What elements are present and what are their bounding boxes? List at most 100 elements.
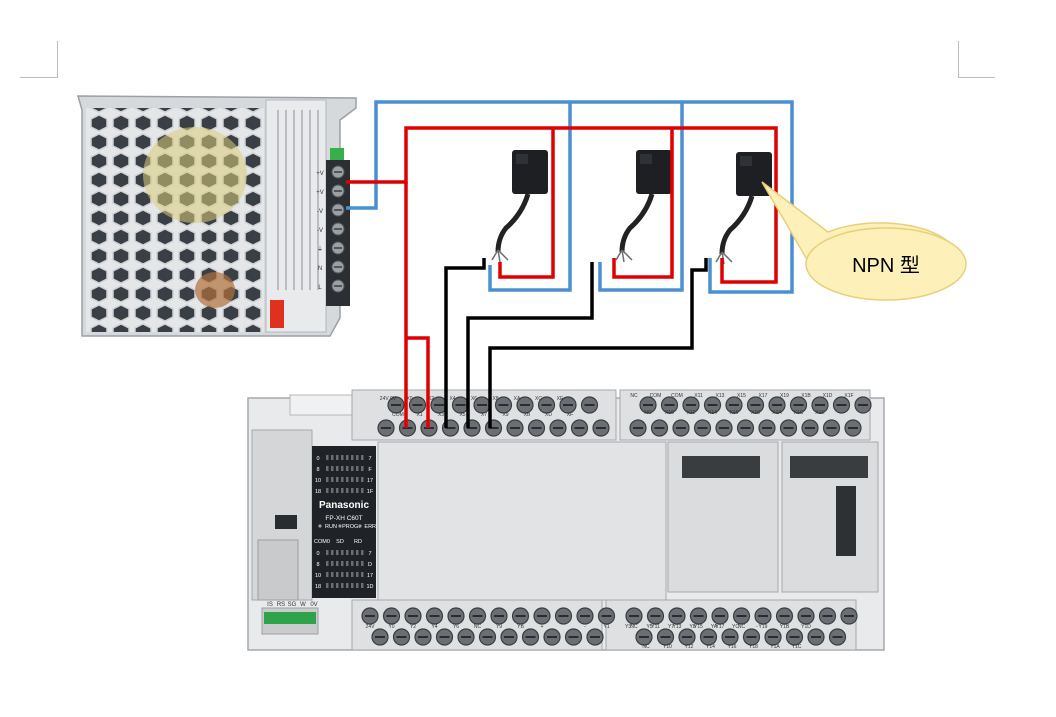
led-matrix-label: 7: [368, 456, 371, 462]
com-led-label: COM0: [314, 539, 330, 545]
crop-mark-top-right-vertical: [958, 41, 959, 78]
top-terminal-label: X17: [759, 393, 768, 399]
psu-terminal-label: ⏚: [317, 246, 323, 253]
top-terminal-label: X2: [428, 396, 434, 402]
led-indicator: [356, 550, 359, 555]
led-indicator: [331, 572, 334, 577]
led-indicator: [351, 572, 354, 577]
sensor-cable: [719, 195, 755, 255]
top-terminal-label: COM: [650, 393, 662, 399]
psu-terminal-label: +V: [316, 190, 324, 196]
wire-signal-s2: [466, 262, 594, 428]
bottom-terminal-label: Y5: [646, 624, 652, 630]
led-indicator: [341, 488, 344, 493]
led-matrix-label: F: [368, 467, 372, 473]
bottom-terminal-label: Y6: [453, 624, 459, 630]
bottom-terminal-label: Y1B: [780, 624, 790, 630]
sensor-cable-leads: [615, 249, 633, 263]
led-indicator: [361, 572, 364, 577]
sensor-cable: [495, 193, 531, 253]
expansion-connector-3: [836, 486, 856, 556]
led-indicator: [341, 572, 344, 577]
led-indicator: [336, 455, 339, 460]
usb-port: [275, 515, 297, 529]
expansion-connector-1: [682, 456, 760, 478]
com-led-label: RD: [354, 539, 362, 545]
top-terminal-label: XB: [524, 412, 531, 418]
top-terminal-label: XA: [514, 396, 521, 402]
top-terminal-label: X1C: [794, 410, 804, 416]
bottom-terminal-label: Y11: [651, 624, 660, 630]
led-matrix-label: 10: [315, 573, 321, 579]
status-led: [338, 524, 342, 528]
bottom-terminal-label: YB: [517, 624, 524, 630]
bottom-terminal-label: Y15: [694, 624, 703, 630]
wire-positive-s1: [498, 128, 555, 279]
status-led: [358, 524, 362, 528]
npn-callout-label: NPN 型: [852, 254, 920, 277]
bottom-terminal-label: Y4: [431, 624, 437, 630]
top-terminal-label: X18: [751, 410, 760, 416]
top-terminal-label: X12: [687, 410, 696, 416]
led-indicator: [346, 466, 349, 471]
bottom-terminal-label: NC: [738, 624, 746, 630]
top-terminal-label: X1F: [844, 393, 853, 399]
expansion-connector-2: [790, 456, 868, 478]
bottom-terminal-label: Y1D: [801, 624, 811, 630]
bottom-terminal-label: Y1: [603, 624, 609, 630]
led-indicator: [336, 561, 339, 566]
top-terminal-label: X10: [665, 410, 674, 416]
wiring: [346, 100, 794, 428]
led-indicator: [351, 561, 354, 566]
wire-positive-s2: [612, 128, 674, 279]
sensor-lens: [516, 154, 528, 164]
crop-mark-top-left-vertical: [57, 41, 58, 78]
led-indicator: [331, 455, 334, 460]
top-terminal-label: X11: [694, 393, 703, 399]
led-indicator: [341, 477, 344, 482]
led-indicator: [356, 488, 359, 493]
port-label: SG: [288, 602, 297, 608]
bottom-terminal-label: Y12: [685, 644, 694, 650]
top-terminal-label: X1D: [823, 393, 833, 399]
led-indicator: [341, 466, 344, 471]
psu-led: [330, 148, 344, 160]
top-terminal-label: XF: [567, 412, 573, 418]
led-indicator: [346, 488, 349, 493]
status-led-label: RUN: [325, 524, 337, 530]
top-terminal-label: X15: [737, 393, 746, 399]
top-terminal-label: X1A: [772, 410, 782, 416]
psu-terminal-screws: +V+V-V-V⏚NL: [316, 165, 345, 293]
wire-negative-s2: [598, 102, 684, 292]
top-terminal-label: X1E: [815, 410, 825, 416]
led-indicator: [351, 466, 354, 471]
led-indicator: [351, 488, 354, 493]
bottom-terminal-label: Y10: [663, 644, 672, 650]
top-terminal-label: X5: [459, 412, 465, 418]
sensor-lens: [640, 154, 652, 164]
sensor-1: [491, 150, 548, 263]
bottom-terminal-label: YC: [732, 624, 739, 630]
sensor-3: [715, 152, 772, 265]
psu-terminal-label: N: [318, 266, 322, 272]
top-terminal-label: X3: [438, 412, 444, 418]
led-matrix-label: 10: [315, 478, 321, 484]
top-terminal-label: XC: [535, 396, 542, 402]
led-indicator: [326, 488, 329, 493]
sensor-cable: [619, 193, 655, 253]
psu-terminal-label: +V: [316, 171, 324, 177]
bottom-terminal-label: -: [756, 624, 758, 630]
led-indicator: [351, 455, 354, 460]
led-indicator: [341, 561, 344, 566]
bottom-terminal-label: Y17: [716, 624, 725, 630]
port-terminal-green: [264, 612, 316, 624]
led-matrix-label: 1F: [367, 489, 374, 495]
bottom-terminal-row: [361, 607, 858, 646]
wire-signal-s1: [444, 258, 486, 428]
led-indicator: [331, 488, 334, 493]
